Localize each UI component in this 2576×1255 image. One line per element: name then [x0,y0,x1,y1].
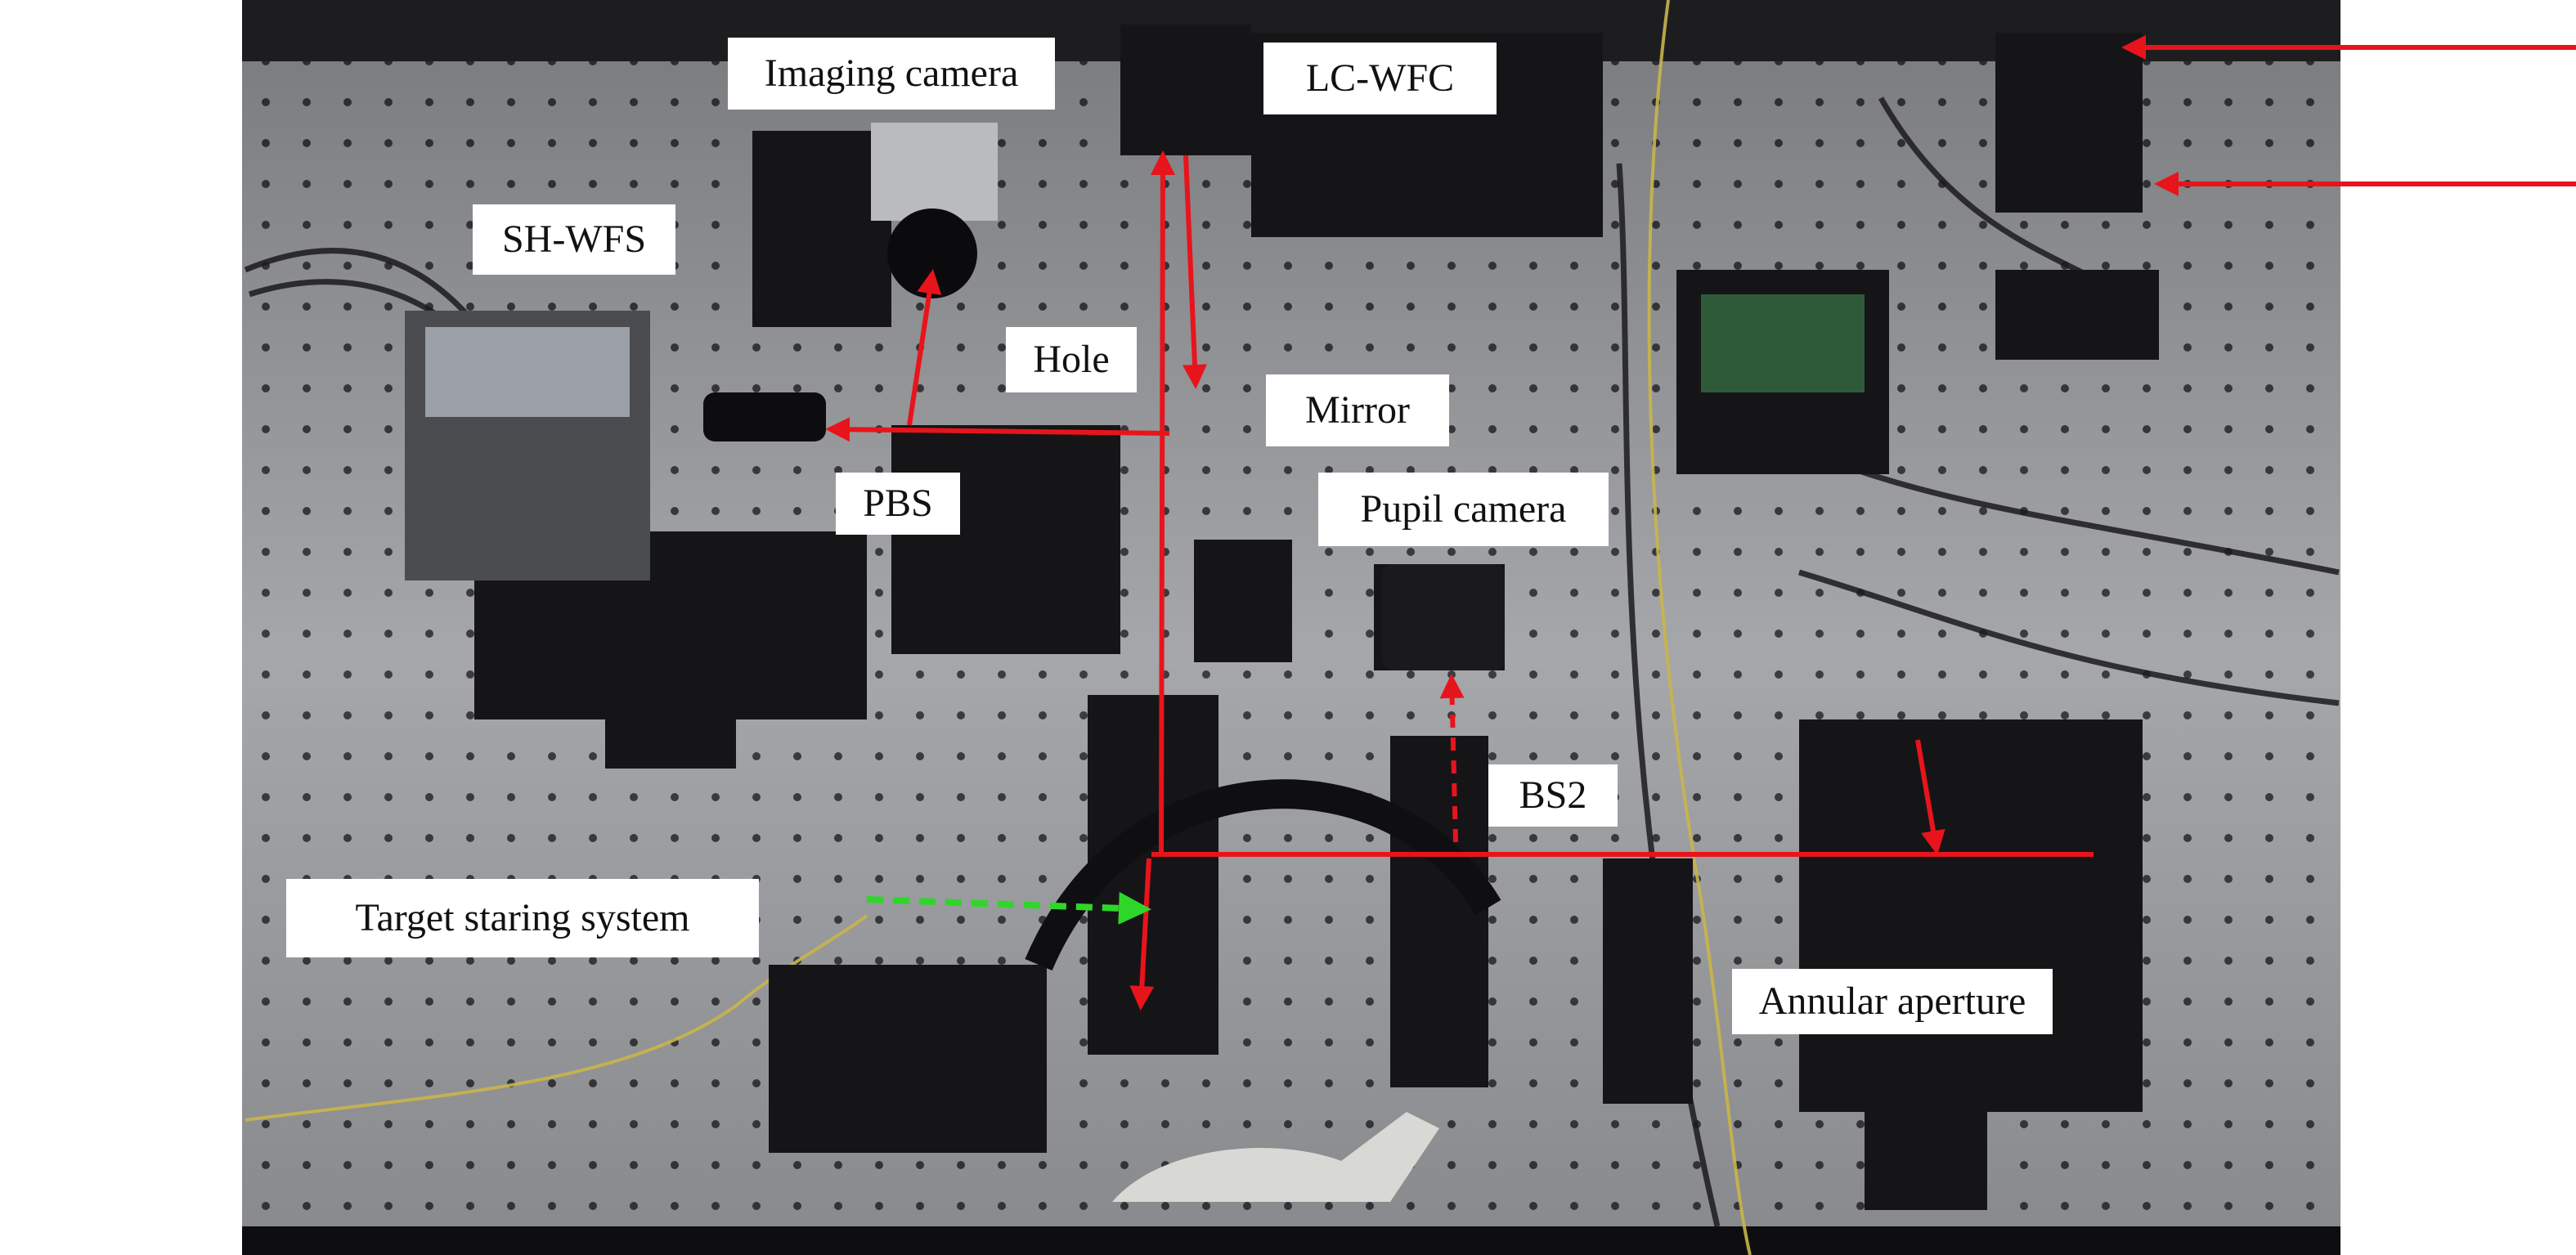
label-bs2: BS2 [1488,764,1618,827]
label-sh-wfs: SH-WFS [473,204,675,275]
label-imaging-camera: Imaging camera [728,38,1055,110]
label-pupil-camera: Pupil camera [1318,473,1609,546]
label-hole: Hole [1006,327,1137,392]
label-mirror: Mirror [1266,374,1449,446]
label-annular-aperture: Annular aperture [1732,969,2053,1034]
label-pbs: PBS [836,473,960,535]
label-lc-wfc: LC-WFC [1263,43,1497,114]
label-target-staring-system: Target staring system [286,879,759,957]
